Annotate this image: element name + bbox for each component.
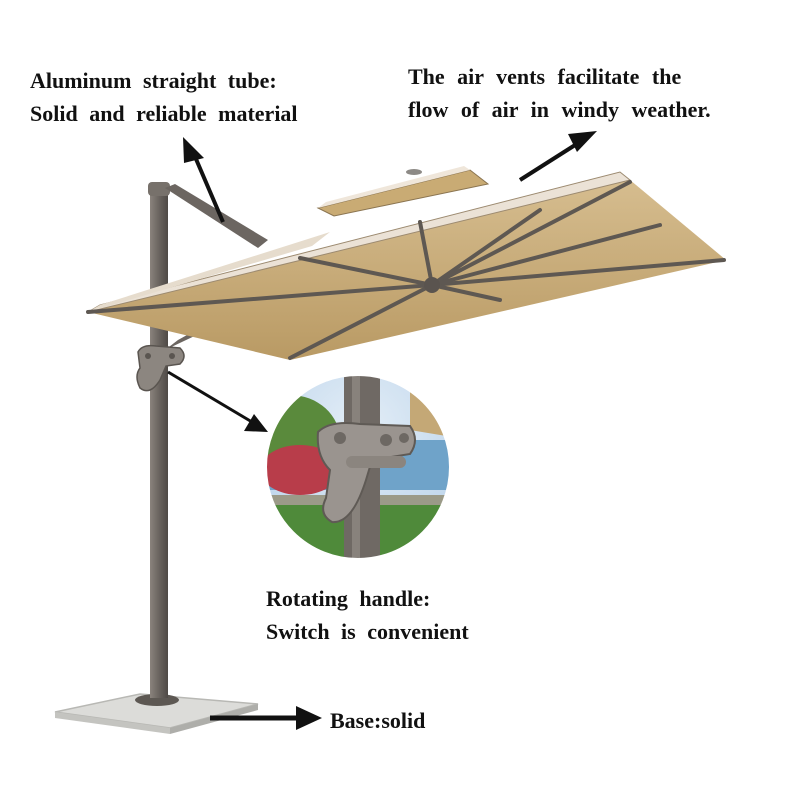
callout-air-vents-line2: flow of air in windy weather. xyxy=(408,97,711,122)
callout-aluminum-tube-title: Aluminum straight tube: xyxy=(30,68,277,93)
callout-base: Base:solid xyxy=(330,704,425,737)
callout-rotating-handle: Rotating handle: Switch is convenient xyxy=(266,582,469,648)
callout-arrows xyxy=(167,131,597,730)
callout-base-text: Base:solid xyxy=(330,708,426,733)
umbrella-canopy xyxy=(86,166,726,360)
callout-aluminum-tube-desc: Solid and reliable material xyxy=(30,101,298,126)
callout-rotating-handle-desc: Switch is convenient xyxy=(266,619,469,644)
handle-zoom-detail xyxy=(266,375,450,559)
callout-air-vents-line1: The air vents facilitate the xyxy=(408,64,682,89)
callout-aluminum-tube: Aluminum straight tube: Solid and reliab… xyxy=(30,64,298,130)
umbrella-base xyxy=(54,693,259,734)
callout-rotating-handle-title: Rotating handle: xyxy=(266,586,431,611)
rotating-handle xyxy=(136,344,185,392)
callout-air-vents: The air vents facilitate the flow of air… xyxy=(408,60,711,126)
